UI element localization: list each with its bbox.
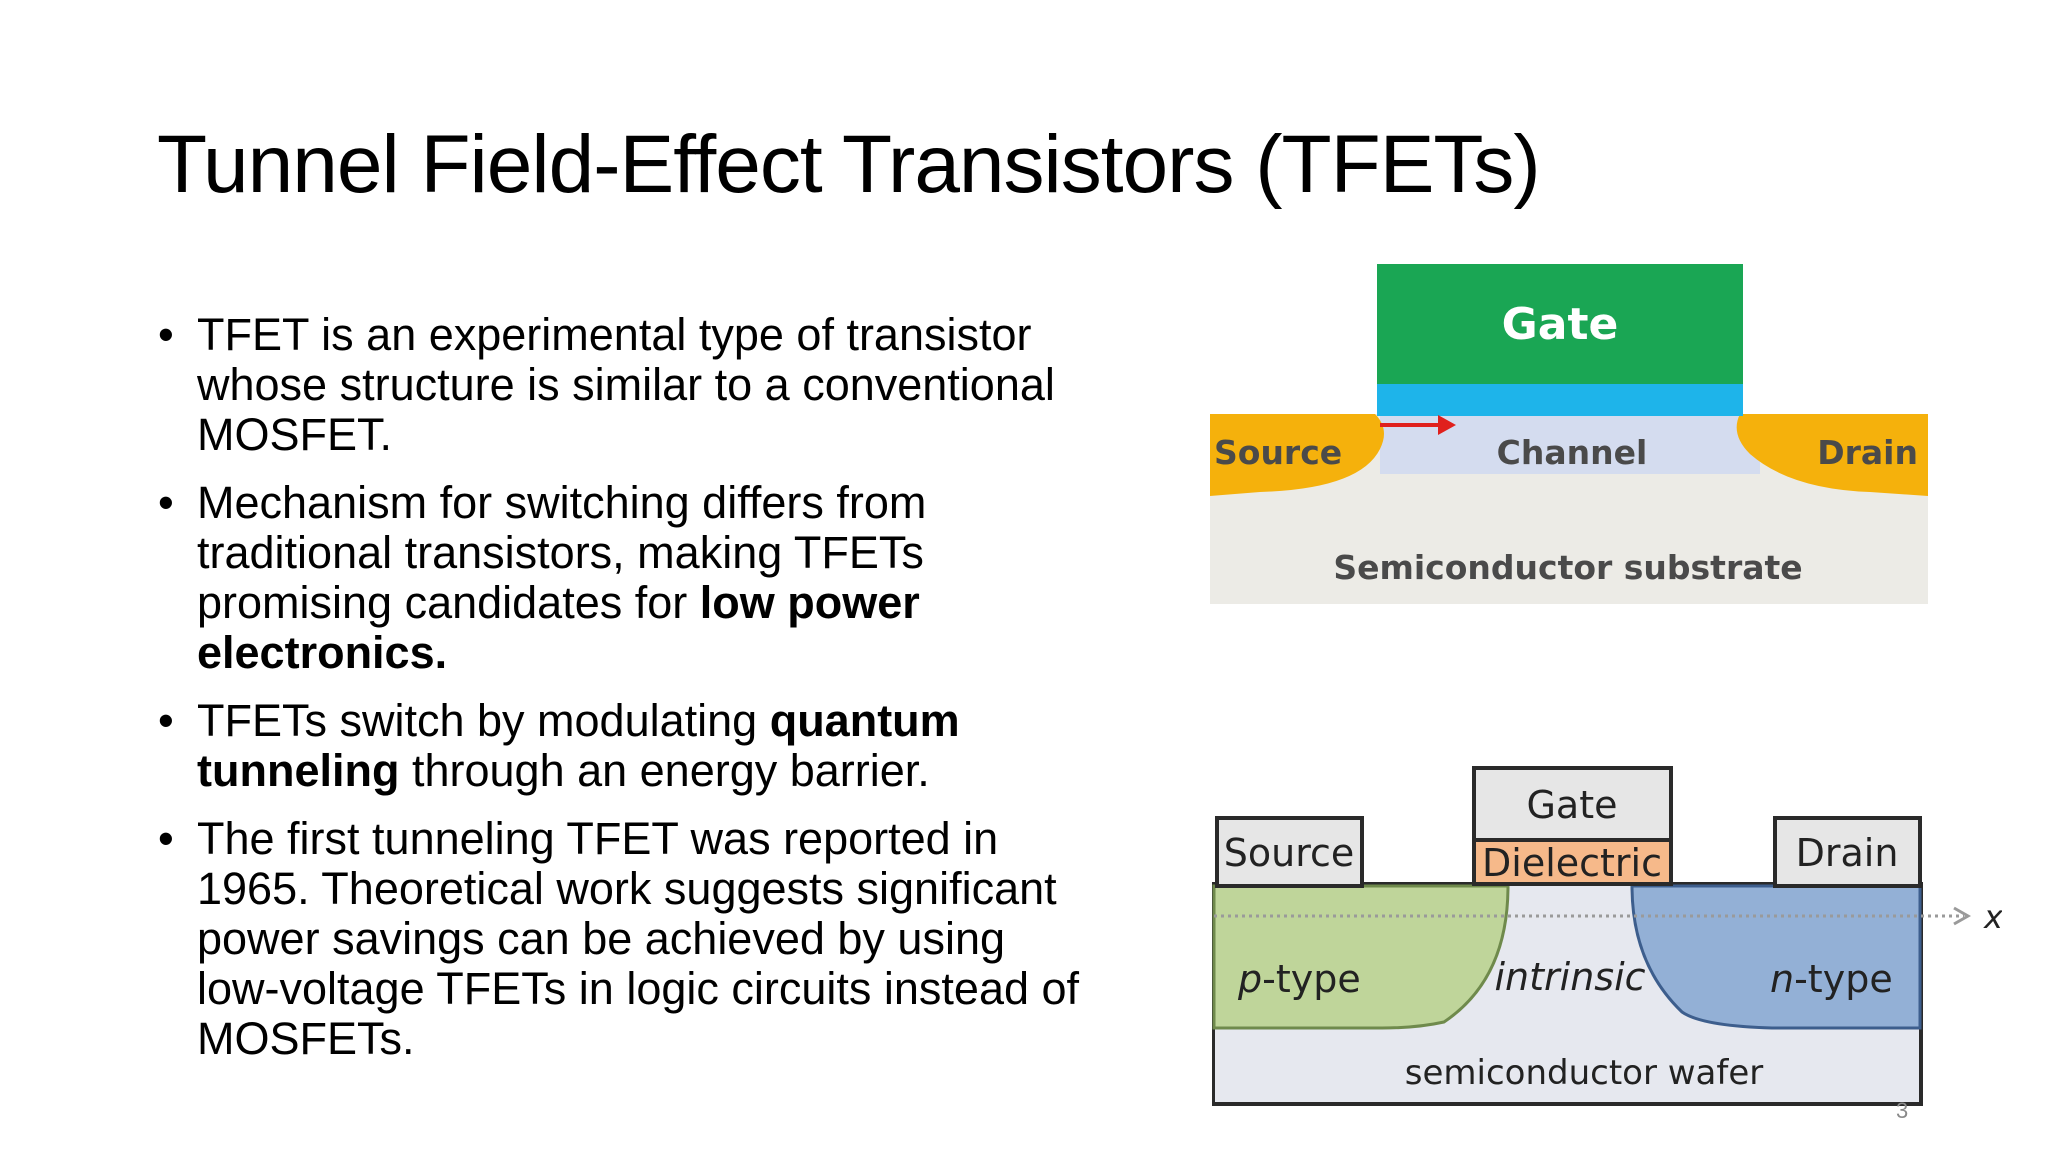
bullet-item: • Mechanism for switching differs from tr…: [155, 478, 1085, 678]
channel-label: Channel: [1497, 433, 1648, 472]
source-contact: [1215, 816, 1364, 888]
bullet-text: TFET is an experimental type of transist…: [197, 309, 1055, 460]
bullet-text: Mechanism for switching differs from tra…: [197, 477, 927, 628]
bullet-symbol: •: [158, 477, 174, 528]
bullet-symbol: •: [158, 813, 174, 864]
x-axis-label: x: [1983, 898, 2002, 936]
bullet-bold-text: low power electronics.: [197, 577, 920, 678]
bullet-item: • TFETs switch by modulating quantum tunn…: [155, 696, 1085, 796]
p-type-label: p-type: [1237, 957, 1361, 1001]
bullet-symbol: •: [158, 309, 174, 360]
slide-title: Tunnel Field-Effect Transistors (TFETs): [157, 119, 1541, 210]
source-label: Source: [1224, 831, 1355, 875]
bullet-item: • The first tunneling TFET was reported i…: [155, 814, 1085, 1064]
bullet-text: through an energy barrier.: [399, 745, 930, 796]
dielectric-layer: [1472, 838, 1673, 886]
source-region: [1210, 414, 1384, 496]
gate-label: Gate: [1502, 299, 1619, 350]
dielectric-label: Dielectric: [1482, 841, 1662, 885]
source-label: Source: [1214, 433, 1342, 472]
bullet-item: • TFET is an experimental type of transis…: [155, 310, 1085, 460]
tunneling-arrow-head: [1438, 415, 1456, 435]
dielectric-layer: [1377, 384, 1743, 416]
wafer-label: semiconductor wafer: [1405, 1053, 1764, 1093]
drain-region: [1736, 414, 1928, 496]
gate-label: Gate: [1526, 783, 1617, 827]
tfet-structure-diagram: Gate Source Channel Drain Semiconductor …: [1210, 264, 1928, 604]
gate-contact: [1472, 766, 1673, 842]
drain-contact: [1773, 816, 1922, 888]
bullet-symbol: •: [158, 695, 174, 746]
bullet-bold-text: quantum tunneling: [197, 695, 960, 796]
bullet-list: • TFET is an experimental type of transis…: [155, 310, 1085, 1082]
gate-block: [1377, 264, 1743, 384]
intrinsic-label: intrinsic: [1494, 955, 1645, 999]
n-type-region: [1630, 884, 1922, 1030]
drain-label: Drain: [1817, 433, 1918, 472]
bullet-text: The first tunneling TFET was reported in…: [197, 813, 1080, 1064]
n-type-label: n-type: [1770, 957, 1893, 1001]
x-axis-arrowhead: [1953, 906, 1972, 926]
bullet-text: TFETs switch by modulating: [197, 695, 770, 746]
page-number: 3: [1896, 1098, 1909, 1123]
tfet-pin-diagram: Source Drain Gate Dielectric x p-type in…: [1212, 766, 2002, 1106]
p-type-region: [1212, 884, 1510, 1030]
drain-label: Drain: [1796, 831, 1899, 875]
substrate-label: Semiconductor substrate: [1333, 548, 1802, 587]
